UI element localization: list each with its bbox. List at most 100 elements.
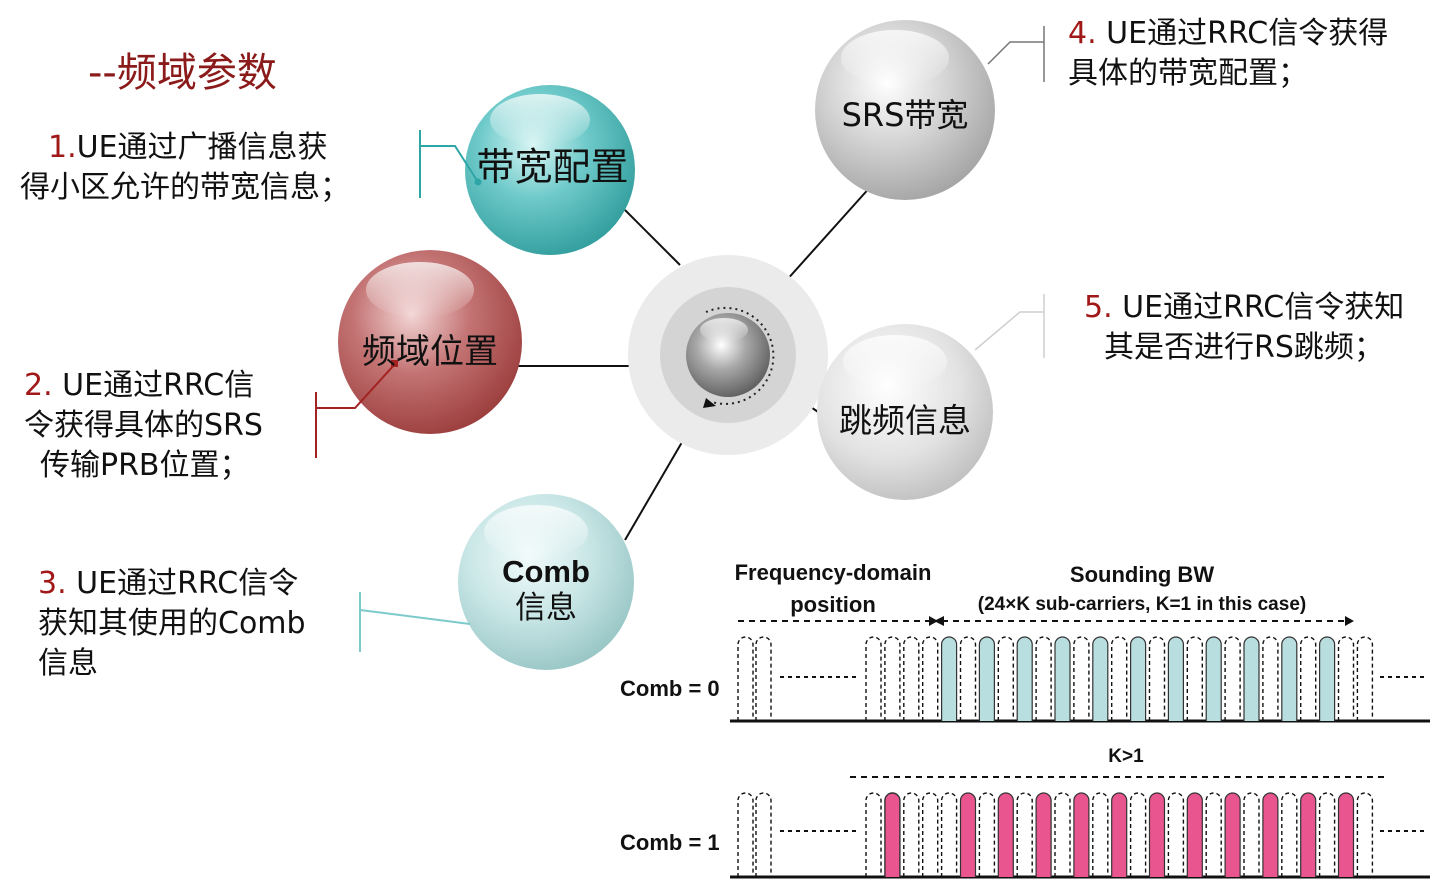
fd-position-label-line2: position (790, 592, 876, 617)
note-1: 1.UE通过广播信息获 (48, 128, 328, 168)
subcarrier-srs (1300, 792, 1317, 877)
comb0-label: Comb = 0 (620, 676, 720, 701)
subcarrier-empty (1016, 792, 1033, 877)
k-label: K>1 (1108, 746, 1144, 767)
subcarriers-comb0 (737, 636, 1374, 721)
subcarrier-srs (1262, 792, 1279, 877)
subcarrier-srs (1130, 636, 1147, 721)
subcarrier-empty (1356, 636, 1374, 721)
note-4-line-1: UE通过RRC信令获得 (1096, 16, 1389, 51)
subcarrier-srs (1016, 636, 1033, 721)
subcarrier-srs (1186, 792, 1203, 877)
hopping-info-label: 跳频信息 (839, 401, 971, 440)
subcarrier-empty (737, 636, 754, 721)
note-3-line-3: 信息 (38, 646, 98, 681)
subcarrier-empty (1186, 636, 1203, 721)
subcarrier-srs (978, 636, 995, 721)
comb-info-ball (458, 494, 634, 670)
subcarrier-empty (978, 792, 996, 877)
frequency-diagram (730, 616, 1430, 879)
note-1-line-2: 得小区允许的带宽信息； (20, 170, 350, 205)
subcarrier-empty (865, 636, 882, 721)
freq-position-label: 频域位置 (362, 332, 498, 372)
comb1-label: Comb = 1 (620, 830, 720, 855)
subcarrier-empty (755, 636, 772, 721)
subcarrier-empty (903, 636, 920, 721)
subcarrier-srs (1092, 636, 1109, 721)
subcarrier-empty (1318, 792, 1336, 877)
comb-info-label-line2: 信息 (515, 590, 577, 626)
subcarrier-empty (997, 636, 1014, 721)
subcarrier-empty (865, 792, 882, 877)
subcarrier-empty (959, 636, 977, 721)
bracket-note-2 (315, 363, 396, 458)
connector-bandwidth-config (624, 209, 681, 266)
subcarrier-empty (1167, 792, 1185, 877)
subcarrier-empty (1035, 636, 1052, 721)
note-5-line-1: UE通过RRC信令获知 (1112, 290, 1405, 325)
subcarrier-empty (1073, 636, 1090, 721)
srs-bandwidth-label: SRS带宽 (841, 96, 969, 134)
subcarrier-empty (755, 792, 772, 877)
bracket-note-3 (359, 592, 471, 652)
subcarrier-srs (997, 792, 1014, 877)
comb-info-label-line1: Comb (502, 554, 590, 589)
srs-bandwidth-ball (815, 20, 995, 200)
freq-position-ball (338, 250, 522, 434)
note-1-line-1: UE通过广播信息获 (76, 130, 328, 165)
bracket-note-1 (419, 130, 479, 198)
subcarrier-empty (1092, 792, 1109, 877)
subcarrier-empty (1356, 792, 1374, 877)
subcarrier-empty (940, 792, 958, 877)
bracket-note-4 (987, 26, 1045, 82)
note-5: 5. UE通过RRC信令获知 (1084, 288, 1404, 328)
subcarrier-empty (903, 792, 920, 877)
fd-position-label-line1: Frequency-domain (734, 560, 932, 585)
subcarriers-comb1 (737, 792, 1374, 877)
subcarrier-empty (1129, 792, 1147, 877)
central-hub (628, 255, 828, 455)
subcarrier-empty (1337, 636, 1355, 721)
note-brackets (315, 26, 1045, 652)
note-2-line-2: 令获得具体的SRS (24, 408, 263, 443)
subcarrier-empty (1281, 792, 1298, 877)
subcarrier-empty (1111, 636, 1128, 721)
subcarrier-empty (922, 636, 939, 721)
note-2-line-3: 传输PRB位置； (40, 448, 250, 483)
note-3-line-2: 获知其使用的Comb (38, 606, 306, 641)
bandwidth-config-ball (465, 85, 635, 255)
subcarrier-empty (1243, 792, 1260, 877)
note-4: 4. UE通过RRC信令获得 (1068, 14, 1388, 54)
note-1-number: 1. (48, 130, 77, 165)
subcarrier-srs (1111, 792, 1128, 877)
note-3-line-1: UE通过RRC信令 (66, 566, 299, 601)
hopping-info-ball (817, 324, 993, 500)
subcarrier-srs (1073, 792, 1090, 877)
subcarrier-srs (1281, 636, 1298, 721)
note-4-number: 4. (1068, 16, 1097, 51)
subcarrier-srs (1167, 636, 1184, 721)
subcarrier-srs (1337, 792, 1355, 877)
subcarrier-empty (737, 792, 754, 877)
subcarrier-srs (1054, 636, 1071, 721)
subcarrier-srs (959, 792, 977, 877)
sounding-bw-label: Sounding BW (1069, 562, 1215, 587)
bracket-note-5 (974, 294, 1045, 358)
subcarrier-empty (1054, 792, 1071, 877)
page-title: --频域参数 (88, 50, 277, 96)
subcarrier-srs (1224, 792, 1241, 877)
note-2-line-1: UE通过RRC信 (52, 368, 255, 403)
subcarrier-srs (1035, 792, 1052, 877)
subcarrier-srs (1148, 792, 1166, 877)
connector-srs-bandwidth (784, 184, 873, 283)
subcarrier-empty (1148, 636, 1166, 721)
subcarrier-srs (1205, 636, 1222, 721)
subcarrier-empty (1300, 636, 1317, 721)
note-3-number: 3. (38, 566, 67, 601)
connector-comb-info (624, 424, 693, 541)
note-5-number: 5. (1084, 290, 1113, 325)
bandwidth-config-label: 带宽配置 (476, 145, 629, 189)
subcarrier-empty (922, 792, 939, 877)
note-2-number: 2. (24, 368, 53, 403)
